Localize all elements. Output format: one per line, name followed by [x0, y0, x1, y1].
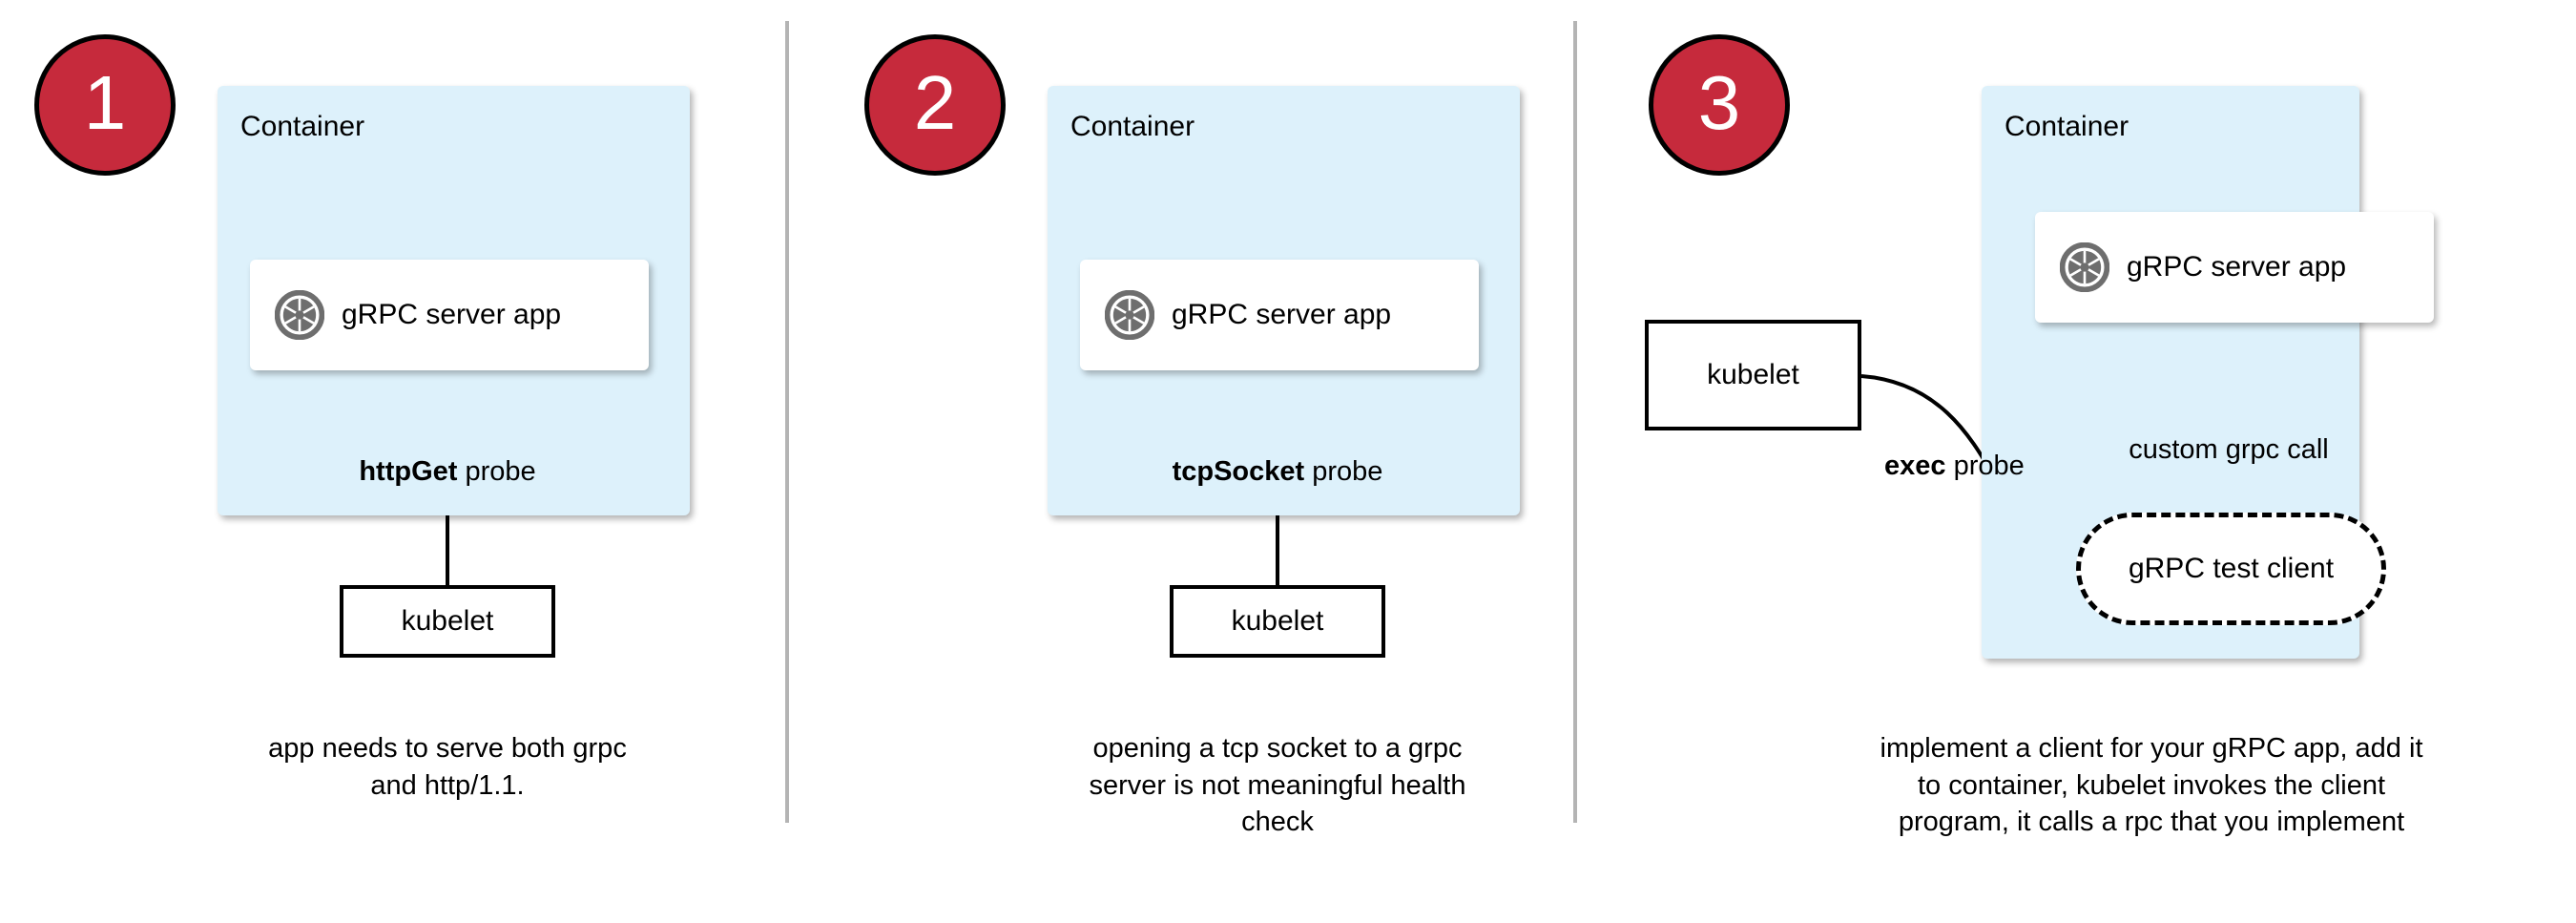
probe-type-bold: httpGet [359, 456, 458, 487]
caption-line: check [1241, 807, 1314, 838]
grpc-server-app-label: gRPC server app [1172, 299, 1392, 330]
exec-probe-label: exec probe [1884, 451, 2075, 482]
container-label: Container [2005, 111, 2129, 142]
grpc-server-app-card-3[interactable]: gRPC server app [2035, 212, 2434, 323]
probe-word: probe [1304, 456, 1383, 487]
grpc-aperture-icon [275, 290, 324, 340]
grpc-test-client-label: gRPC test client [2128, 553, 2335, 584]
step-badge-3: 3 [1649, 34, 1790, 176]
caption-line: to container, kubelet invokes the client [1917, 769, 2386, 801]
kubelet-label: kubelet [1231, 605, 1324, 637]
kubelet-label: kubelet [401, 605, 494, 637]
probe-type-bold: tcpSocket [1172, 456, 1305, 487]
step-number-label: 3 [1697, 60, 1741, 145]
kubelet-box-3[interactable]: kubelet [1645, 320, 1861, 430]
grpc-test-client-box[interactable]: gRPC test client [2076, 513, 2386, 625]
httpget-probe-label: httpGet probe [257, 456, 638, 488]
grpc-server-app-card-2[interactable]: gRPC server app [1080, 260, 1479, 370]
grpc-aperture-icon [2060, 242, 2109, 292]
grpc-server-app-label: gRPC server app [2127, 251, 2347, 283]
step-badge-2: 2 [864, 34, 1006, 176]
probe-word: probe [1945, 451, 2025, 481]
step-number-label: 2 [913, 60, 957, 145]
kubelet-box-1[interactable]: kubelet [340, 585, 555, 658]
caption-line: opening a tcp socket to a grpc [1092, 733, 1463, 764]
caption-line: and http/1.1. [370, 769, 525, 801]
kubelet-box-2[interactable]: kubelet [1170, 585, 1385, 658]
container-label: Container [240, 111, 365, 142]
grpc-aperture-icon [1105, 290, 1154, 340]
panel-caption-2: opening a tcp socket to a grpc server is… [1026, 730, 1529, 841]
step-number-label: 1 [83, 60, 127, 145]
probe-type-bold: exec [1884, 451, 1946, 481]
panel-divider-2 [1573, 21, 1577, 823]
caption-line: server is not meaningful health [1089, 769, 1466, 801]
step-badge-1: 1 [34, 34, 176, 176]
grpc-server-app-label: gRPC server app [342, 299, 562, 330]
panel-caption-3: implement a client for your gRPC app, ad… [1841, 730, 2462, 841]
panel-divider-1 [785, 21, 789, 823]
caption-line: app needs to serve both grpc [268, 733, 627, 764]
kubelet-label: kubelet [1707, 359, 1799, 390]
grpc-server-app-card-1[interactable]: gRPC server app [250, 260, 649, 370]
panel-caption-1: app needs to serve both grpc and http/1.… [196, 730, 699, 804]
probe-word: probe [457, 456, 536, 487]
custom-grpc-call-label: custom grpc call [2129, 434, 2329, 465]
caption-line: program, it calls a rpc that you impleme… [1898, 807, 2405, 838]
caption-line: implement a client for your gRPC app, ad… [1880, 733, 2423, 764]
tcpsocket-probe-label: tcpSocket probe [1087, 456, 1468, 488]
container-label: Container [1070, 111, 1195, 142]
